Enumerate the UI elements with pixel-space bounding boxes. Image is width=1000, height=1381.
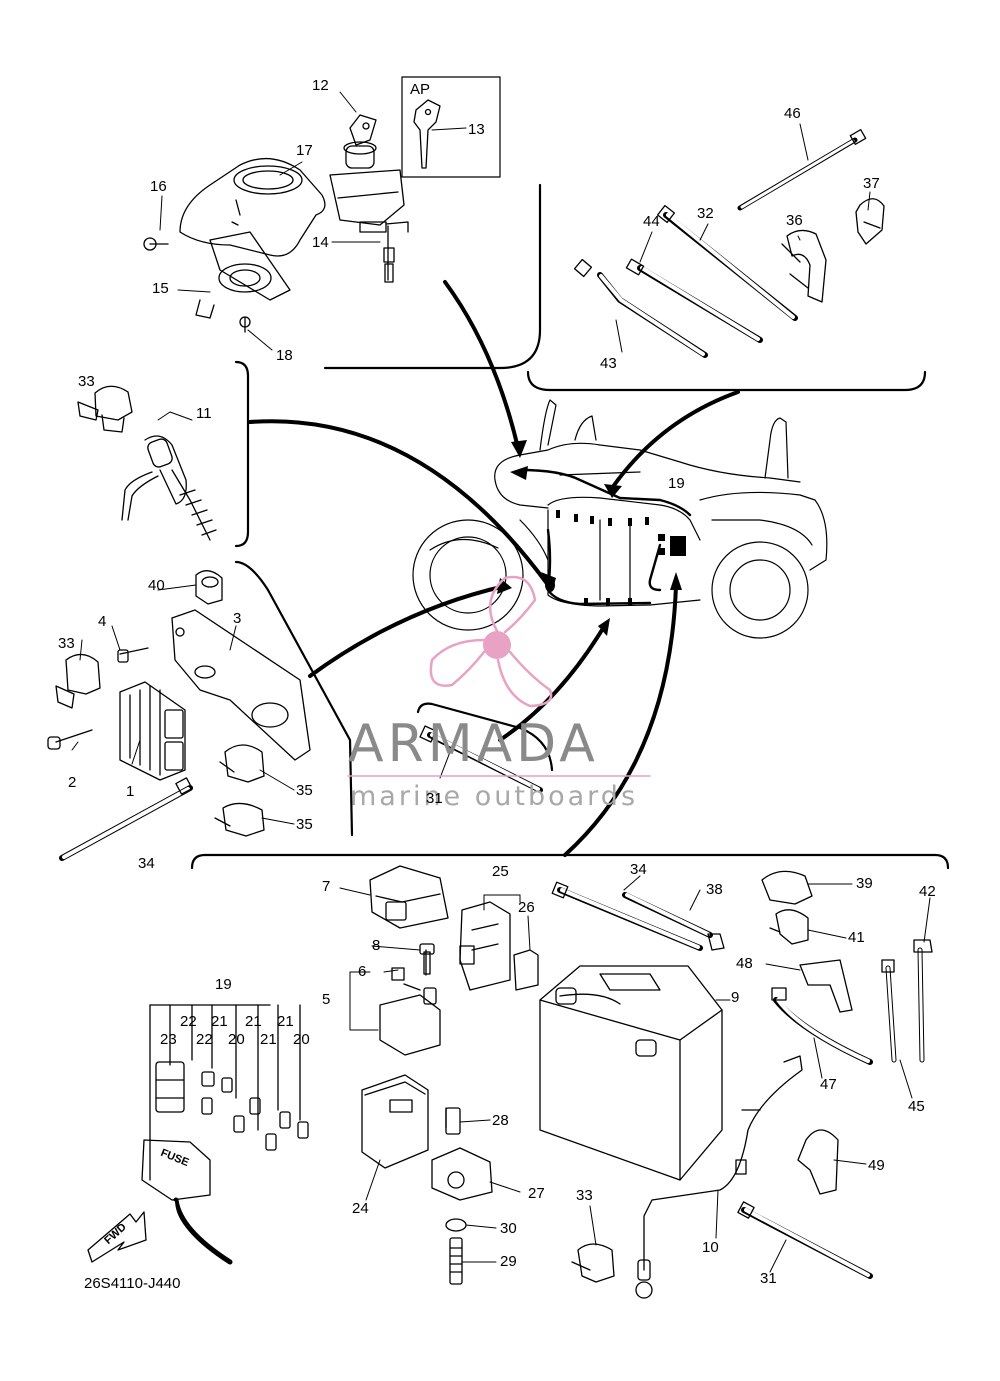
callout-32: 32 [697,205,714,222]
callout-6: 6 [358,963,367,980]
callout-35a: 35 [296,782,313,799]
callout-19b: 19 [215,976,232,993]
callout-21a: 21 [211,1013,228,1030]
ignition-group [143,76,501,333]
callout-27: 27 [528,1185,545,1202]
callout-26: 26 [518,899,535,916]
callout-11: 11 [196,405,212,422]
callout-31b: 31 [760,1270,777,1287]
callout-19a: 19 [668,475,685,492]
tie-group-top [573,129,885,358]
callout-30: 30 [500,1220,517,1237]
callout-35b: 35 [296,816,313,833]
callout-40: 40 [148,577,165,594]
callout-41: 41 [848,929,865,946]
callout-37: 37 [863,175,880,192]
callout-31a: 31 [426,790,443,807]
callout-33c: 33 [576,1187,593,1204]
callout-5: 5 [322,991,331,1008]
callout-23: 23 [160,1031,177,1048]
group-brackets [190,183,950,870]
callout-21b: 21 [245,1013,262,1030]
watermark-logo [429,575,553,708]
callout-21c: 21 [277,1013,294,1030]
callout-20a: 20 [228,1031,245,1048]
callout-36: 36 [786,212,803,229]
callout-16: 16 [150,178,167,195]
callout-15: 15 [152,280,169,297]
callout-4: 4 [98,613,107,630]
callout-9: 9 [731,989,740,1006]
switch-11-group [77,385,217,541]
inset-label: AP [410,81,431,98]
harness-ties [510,466,686,606]
callout-33a: 33 [78,373,95,390]
callout-24: 24 [352,1200,369,1217]
callout-leaders [71,91,931,1273]
bottom-parts [87,865,933,1299]
callout-45: 45 [908,1098,925,1115]
rectifier-group [47,570,311,861]
callout-22b: 22 [196,1031,213,1048]
callout-25: 25 [492,863,509,880]
callout-17: 17 [296,142,313,159]
callout-43: 43 [600,355,617,372]
watermark-title: ARMADA [348,714,599,774]
callout-10: 10 [702,1239,719,1256]
callout-13: 13 [468,121,485,138]
callout-47: 47 [820,1076,837,1093]
callout-22a: 22 [180,1013,197,1030]
callout-8: 8 [372,937,381,954]
callout-18: 18 [276,347,293,364]
callout-21d: 21 [260,1031,277,1048]
leader-arrows [248,280,740,857]
callout-38: 38 [706,881,723,898]
watermark-subtitle: marine outboards [350,781,639,812]
callout-46: 46 [784,105,801,122]
callout-3: 3 [233,610,242,627]
tie-31-middle [419,725,543,793]
callout-14: 14 [312,234,329,251]
callout-1: 1 [126,783,135,800]
callout-48: 48 [736,955,753,972]
callout-7: 7 [322,878,331,895]
drawing-code: 26S4110-J440 [84,1275,181,1292]
callout-29: 29 [500,1253,517,1270]
callout-33b: 33 [58,635,75,652]
callout-39: 39 [856,875,873,892]
callout-42: 42 [919,883,936,900]
callout-34a: 34 [138,855,155,872]
callout-12: 12 [312,77,329,94]
callout-34b: 34 [630,861,647,878]
callout-49: 49 [868,1157,885,1174]
callout-44: 44 [643,213,660,230]
motorcycle-illustration [412,399,828,639]
callout-20b: 20 [293,1031,310,1048]
callout-2: 2 [68,774,77,791]
callout-28: 28 [492,1112,509,1129]
